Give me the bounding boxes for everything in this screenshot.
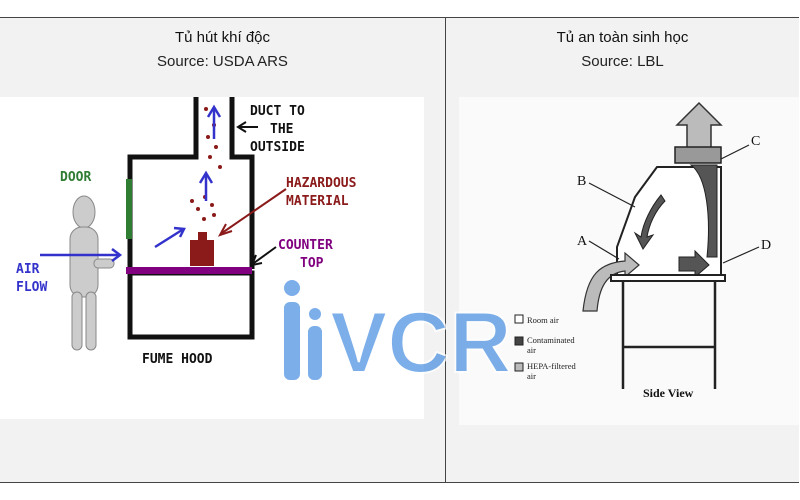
legend-hepa-line1: HEPA-filtered <box>527 361 577 371</box>
hood-label: FUME HOOD <box>142 352 213 367</box>
biosafety-cabinet-panel: Tủ an toàn sinh học Source: LBL <box>446 18 799 482</box>
fume-hood-figure: DUCT TO THE OUTSIDE DOOR HAZARDOUS MATER… <box>0 97 424 419</box>
legend-contaminated-line1: Contaminated <box>527 335 575 345</box>
air-label-line2: FLOW <box>16 280 47 295</box>
particles <box>190 107 222 221</box>
legend-swatch-contaminated <box>514 336 524 346</box>
hazard-pointer <box>217 188 287 237</box>
side-view-caption: Side View <box>643 386 694 400</box>
exhaust-arrow <box>675 101 723 150</box>
person-icon <box>69 195 115 351</box>
watermark-logo-icon <box>284 280 322 380</box>
air-flow-arrows <box>40 104 222 262</box>
fume-hood-panel: Tủ hút khí độc Source: USDA ARS <box>0 18 445 482</box>
hazardous-material-cap <box>198 232 207 241</box>
door-label: DOOR <box>60 170 91 185</box>
duct-label-line1: DUCT TO <box>250 104 305 119</box>
rear-plenum <box>689 164 718 258</box>
cabinet-base <box>127 270 255 340</box>
biosafety-source: Source: LBL <box>581 53 664 70</box>
fume-hood-source: Source: USDA ARS <box>157 53 288 70</box>
biosafety-figure: A B C D Room air Contaminated air HEPA-f… <box>459 97 799 425</box>
inflow-arrow <box>678 249 710 279</box>
pointer-lines <box>588 144 760 264</box>
duct-label-line2: THE <box>270 122 293 137</box>
biosafety-diagram: A B C D Room air Contaminated air HEPA-f… <box>514 101 771 400</box>
legend-swatch-hepa <box>514 362 524 372</box>
hazard-label-line2: MATERIAL <box>286 194 349 209</box>
counter-top <box>126 267 252 274</box>
door <box>126 179 132 239</box>
legend-swatch-room-air <box>514 314 524 324</box>
label-b: B <box>577 174 586 189</box>
air-label-line1: AIR <box>16 262 40 277</box>
label-c: C <box>751 134 760 149</box>
cabinet-stand <box>621 281 717 389</box>
room-air-arrow <box>582 251 640 312</box>
hazardous-material <box>190 240 214 266</box>
cabinet-top <box>674 146 722 164</box>
legend: Room air Contaminated air HEPA-filtered … <box>514 314 577 381</box>
hazard-label-line1: HAZARDOUS <box>286 176 357 191</box>
watermark-text: VCR <box>330 295 510 390</box>
counter-pointer <box>250 246 277 267</box>
fume-hood-title: Tủ hút khí độc <box>174 29 271 46</box>
legend-room-air: Room air <box>527 315 559 325</box>
hood-outline-right <box>229 97 255 269</box>
column-divider <box>445 17 446 483</box>
legend-hepa-line2: air <box>527 371 536 381</box>
legend-contaminated-line2: air <box>527 345 536 355</box>
counter-label-line2: TOP <box>300 256 324 271</box>
duct-pointer <box>236 121 258 133</box>
label-d: D <box>761 238 771 253</box>
work-surface <box>610 274 726 282</box>
contaminated-air-arrow <box>633 194 666 250</box>
biosafety-title: Tủ an toàn sinh học <box>556 29 689 46</box>
comparison-table <box>0 17 799 483</box>
duct-label-line3: OUTSIDE <box>250 140 305 155</box>
label-a: A <box>577 234 588 249</box>
counter-label-line1: COUNTER <box>278 238 333 253</box>
vcr-watermark: VCR <box>284 280 510 390</box>
fume-hood-diagram: DUCT TO THE OUTSIDE DOOR HAZARDOUS MATER… <box>16 97 357 367</box>
